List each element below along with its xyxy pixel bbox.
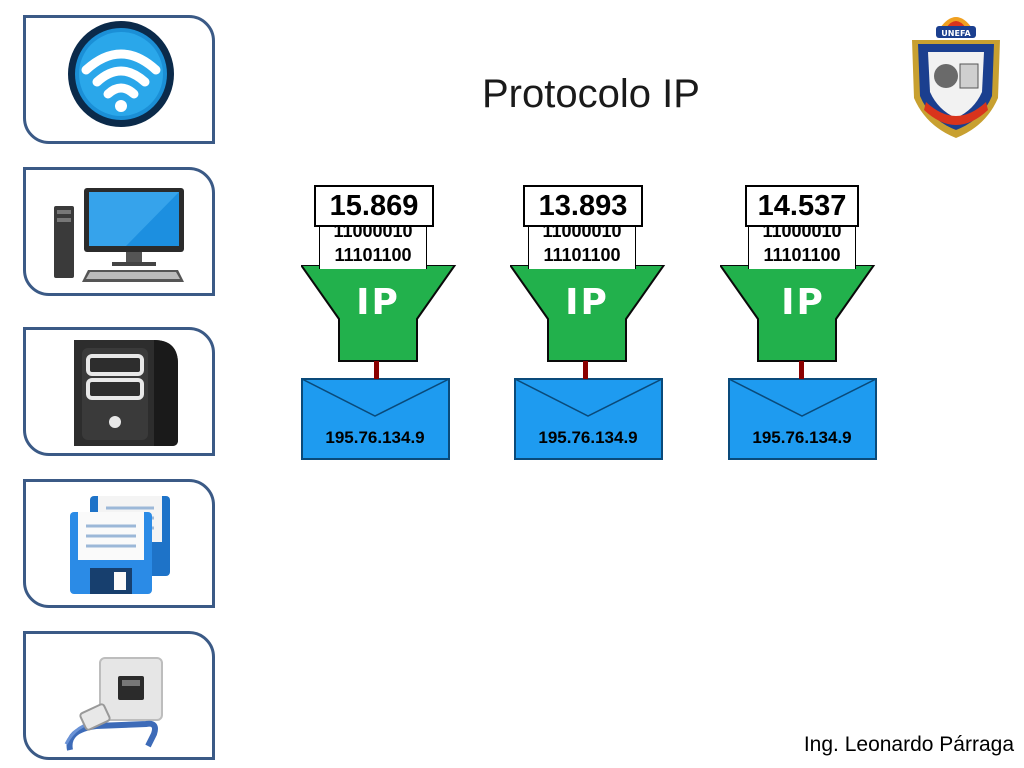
binary-line: 11000010 [333, 225, 413, 241]
ip-funnel [301, 265, 457, 379]
binary-line: 11101100 [543, 245, 621, 265]
logo-text: UNEFA [941, 29, 971, 38]
ip-label: IP [565, 282, 609, 323]
envelope-icon [728, 378, 877, 460]
binary-line: 11101100 [334, 245, 412, 265]
connector-stem [374, 361, 379, 379]
ip-label: IP [781, 282, 825, 323]
packet-number: 15.869 [314, 185, 434, 227]
sidebar-card-server[interactable] [23, 327, 215, 456]
packet-unit: 14.537 11000010 11101100 IP 195.76.134.9 [720, 185, 880, 465]
sidebar-card-computer[interactable] [23, 167, 215, 296]
packet-unit: 15.869 11000010 11101100 IP 195.76.134.9 [301, 185, 461, 465]
ethernet-port-icon [64, 657, 163, 751]
destination-address: 195.76.134.9 [538, 428, 638, 447]
ip-funnel [510, 265, 666, 379]
sidebar-card-wifi[interactable] [23, 15, 215, 144]
connector-stem [799, 361, 804, 379]
binary-strip: 11000010 11101100 [319, 225, 427, 269]
connector-stem [583, 361, 588, 379]
envelope-icon [301, 378, 450, 460]
unefa-crest-icon: UNEFA [912, 17, 1000, 138]
binary-strip: 11000010 11101100 [528, 225, 636, 269]
floppy-disks-icon [70, 496, 170, 594]
envelope-icon [514, 378, 663, 460]
binary-line: 11000010 [762, 225, 842, 241]
destination-address: 195.76.134.9 [752, 428, 852, 447]
destination-address: 195.76.134.9 [325, 428, 425, 447]
binary-line: 11000010 [542, 225, 622, 241]
slide-title: Protocolo IP [482, 72, 700, 116]
ip-funnel [720, 265, 876, 379]
desktop-computer-icon [54, 188, 184, 282]
wifi-icon [68, 21, 174, 127]
packet-number: 13.893 [523, 185, 643, 227]
ip-label: IP [356, 282, 400, 323]
author-credit: Ing. Leonardo Párraga [803, 733, 1014, 756]
packet-number: 14.537 [745, 185, 859, 227]
sidebar-card-ethernet[interactable] [23, 631, 215, 760]
server-tower-icon [74, 340, 178, 446]
sidebar-card-floppy[interactable] [23, 479, 215, 608]
packet-unit: 13.893 11000010 11101100 IP 195.76.134.9 [510, 185, 670, 465]
binary-line: 11101100 [763, 245, 841, 265]
binary-strip: 11000010 11101100 [748, 225, 856, 269]
